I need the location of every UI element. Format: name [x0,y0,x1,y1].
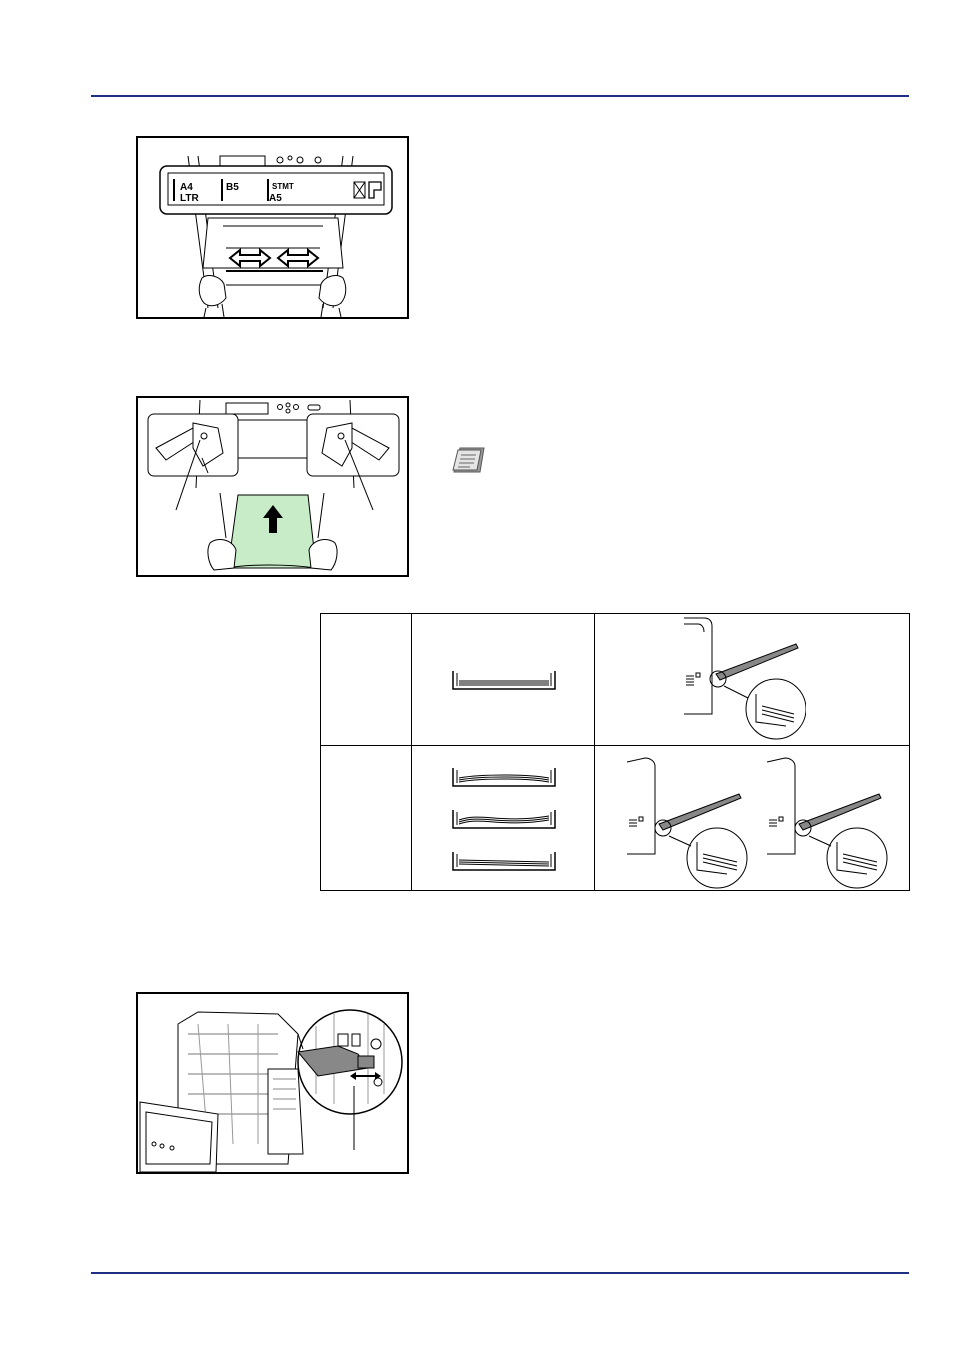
correct-loading-diagram [676,614,807,749]
header-rule [91,95,909,97]
label-stmt: STMT [272,182,294,191]
incorrect-loading-diagram-2 [761,754,901,894]
label-ltr: LTR [180,193,199,204]
label-b5: B5 [226,182,239,193]
paper-curl-table [320,613,910,891]
flat-stack-diagram [451,669,557,698]
double-arrow-icon [228,247,320,269]
paper-guides-illustration: A4 LTR B5 STMT A5 [159,155,393,317]
incorrect-loading-diagram-1 [621,754,761,894]
note-icon [450,446,490,481]
postcard-icon [368,181,382,199]
lever-illustration [139,1009,403,1172]
footer-rule [91,1272,909,1274]
figure-paper-guides: A4 LTR B5 STMT A5 [136,136,409,319]
arrow-up-icon [263,505,283,533]
label-a5: A5 [269,193,282,204]
figure-lever [136,992,409,1174]
envelope-icon [353,181,366,199]
load-paper-illustration [147,399,400,571]
figure-load-paper [136,396,409,577]
label-a4: A4 [180,182,193,193]
curled-stack-diagram [451,766,557,879]
